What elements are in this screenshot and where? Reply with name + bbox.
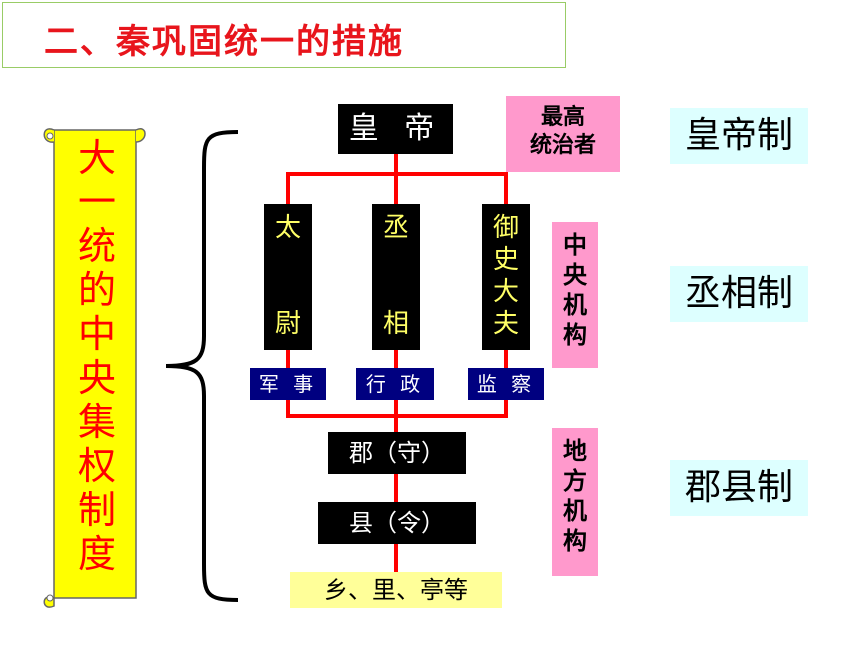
minister-yushidafu: 御 史 大 夫 bbox=[482, 204, 530, 350]
connector-line bbox=[504, 172, 508, 204]
scroll-char: 制 bbox=[77, 488, 116, 532]
role-military: 军 事 bbox=[250, 368, 326, 400]
page-title: 二、秦巩固统一的措施 bbox=[44, 22, 404, 62]
county-box: 县（令） bbox=[318, 502, 476, 544]
system-emperor: 皇帝制 bbox=[670, 108, 808, 164]
connector-line bbox=[394, 172, 398, 204]
scroll-char: 权 bbox=[77, 444, 116, 488]
minister-char: 丞 bbox=[382, 213, 409, 243]
minister-char: 太 bbox=[274, 213, 301, 243]
local-institutions-label: 地 方 机 构 bbox=[552, 428, 598, 576]
commandery-box: 郡（守） bbox=[328, 432, 466, 474]
connector-line bbox=[394, 544, 398, 572]
central-char: 构 bbox=[563, 321, 587, 349]
minister-char: 大 bbox=[492, 277, 519, 307]
minister-char: 尉 bbox=[274, 309, 301, 339]
scroll-char: 度 bbox=[77, 532, 116, 576]
scroll-char: 集 bbox=[77, 400, 116, 444]
minister-char: 相 bbox=[382, 309, 409, 339]
curly-brace-icon bbox=[165, 130, 239, 602]
central-char: 机 bbox=[563, 291, 587, 319]
minister-char bbox=[264, 244, 312, 276]
scroll-icon bbox=[43, 128, 146, 608]
minister-char: 夫 bbox=[492, 309, 519, 339]
minister-char bbox=[372, 276, 420, 308]
local-char: 构 bbox=[563, 527, 587, 555]
minister-char: 御 bbox=[492, 213, 519, 243]
local-char: 机 bbox=[563, 497, 587, 525]
minister-char bbox=[372, 244, 420, 276]
system-chancellor: 丞相制 bbox=[670, 266, 808, 322]
central-institutions-label: 中 央 机 构 bbox=[552, 222, 598, 368]
connector-line bbox=[394, 154, 398, 174]
supreme-ruler-line: 统治者 bbox=[529, 133, 596, 158]
scroll-label: 大 一 统 的 中 央 集 权 制 度 bbox=[62, 136, 132, 576]
emperor-box: 皇 帝 bbox=[338, 104, 453, 154]
local-char: 方 bbox=[563, 467, 587, 495]
role-administration: 行 政 bbox=[356, 368, 434, 400]
scroll-char: 的 bbox=[77, 268, 116, 312]
connector-line bbox=[394, 474, 398, 502]
scroll-char: 中 bbox=[77, 312, 116, 356]
scroll-char: 大 bbox=[77, 136, 116, 180]
central-char: 央 bbox=[563, 261, 587, 289]
scroll-char: 统 bbox=[77, 224, 116, 268]
role-supervision: 监 察 bbox=[468, 368, 544, 400]
system-commandery-county: 郡县制 bbox=[670, 460, 808, 516]
village-box: 乡、里、亭等 bbox=[290, 572, 502, 608]
title-box bbox=[2, 2, 566, 68]
minister-taiwei: 太 尉 bbox=[264, 204, 312, 350]
supreme-ruler-label: 最高 统治者 bbox=[506, 96, 620, 172]
scroll-char: 一 bbox=[77, 180, 116, 224]
local-char: 地 bbox=[563, 437, 587, 465]
supreme-ruler-line: 最高 bbox=[540, 105, 585, 130]
central-char: 中 bbox=[563, 231, 587, 259]
connector-line bbox=[286, 172, 290, 204]
minister-char: 史 bbox=[492, 245, 519, 275]
minister-chengxiang: 丞 相 bbox=[372, 204, 420, 350]
scroll-char: 央 bbox=[77, 356, 116, 400]
minister-char bbox=[264, 276, 312, 308]
